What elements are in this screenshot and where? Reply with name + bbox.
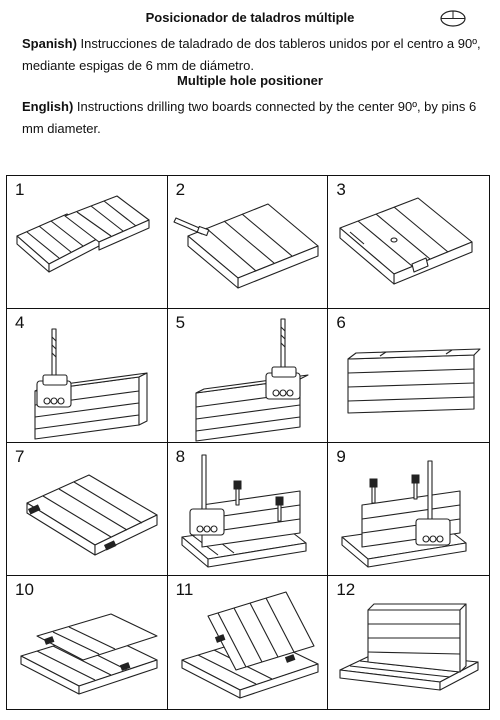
- spanish-label: Spanish): [22, 36, 77, 51]
- step-9-panel: 9: [328, 443, 489, 576]
- step-number: 9: [336, 446, 346, 466]
- step-2-illustration: [173, 203, 319, 289]
- step-10-illustration: [20, 613, 158, 695]
- step-number: 8: [175, 446, 186, 466]
- step-1-illustration: [16, 195, 150, 273]
- step-number: 5: [175, 313, 186, 333]
- step-number: 12: [336, 579, 356, 599]
- step-number: 7: [15, 446, 25, 466]
- step-number: 3: [336, 180, 346, 199]
- step-1-panel: 1: [7, 176, 168, 310]
- jig-logo-icon: [440, 10, 466, 27]
- step-12-panel: 12: [328, 576, 489, 709]
- english-label: English): [22, 99, 74, 114]
- english-instructions: English) Instructions drilling two board…: [22, 96, 482, 140]
- step-number: 2: [175, 180, 186, 199]
- spanish-instructions: Spanish) Instrucciones de taladrado de d…: [22, 33, 482, 77]
- step-number: 1: [15, 180, 25, 199]
- step-9-illustration: [341, 459, 467, 568]
- step-number: 4: [15, 313, 25, 333]
- step-number: 6: [336, 313, 346, 333]
- step-5-panel: 5: [167, 309, 329, 443]
- step-12-illustration: [339, 603, 479, 691]
- step-4-panel: 4: [7, 309, 168, 443]
- page-title: Posicionador de taladros múltiple: [145, 10, 355, 25]
- step-10-panel: 10: [7, 575, 168, 709]
- step-6-panel: 6: [328, 309, 489, 443]
- step-3-illustration: [339, 197, 473, 285]
- step-7-illustration: [26, 473, 158, 556]
- english-text: Instructions drilling two boards connect…: [22, 99, 477, 136]
- step-11-panel: 11: [168, 575, 329, 709]
- step-8-panel: 8: [167, 442, 329, 576]
- step-4-illustration: [34, 328, 148, 440]
- step-number: 11: [175, 579, 194, 599]
- step-number: 10: [15, 579, 34, 599]
- step-8-illustration: [181, 453, 307, 568]
- step-5-illustration: [195, 318, 309, 442]
- step-3-panel: 3: [328, 176, 489, 310]
- english-title: Multiple hole positioner: [177, 73, 323, 88]
- step-7-panel: 7: [7, 442, 168, 576]
- step-11-illustration: [181, 591, 319, 699]
- steps-grid: 1 2 3: [6, 175, 490, 710]
- spanish-text: Instrucciones de taladrado de dos tabler…: [22, 36, 481, 73]
- step-2-panel: 2: [167, 176, 329, 310]
- step-6-illustration: [347, 348, 481, 414]
